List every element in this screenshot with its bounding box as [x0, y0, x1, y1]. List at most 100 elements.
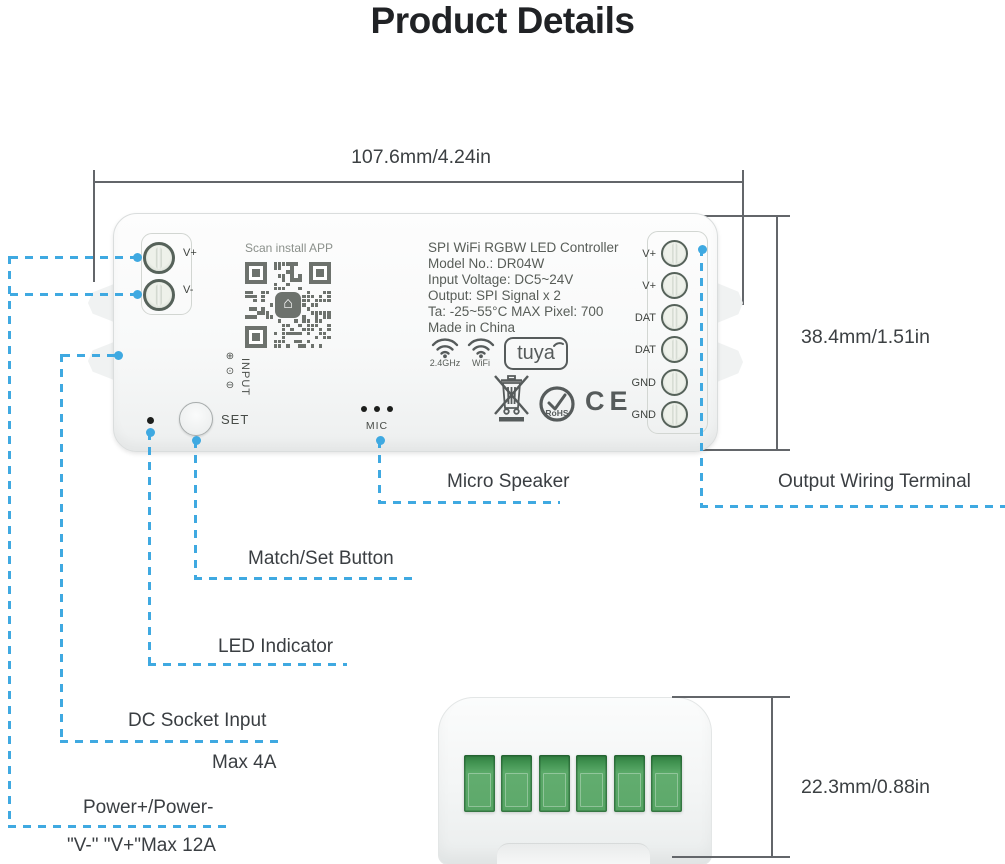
- callout-line-input-vertical: [60, 354, 63, 742]
- callout-micro-speaker: Micro Speaker: [447, 471, 570, 492]
- polarity-center-icon: ⊙: [225, 365, 235, 377]
- callout-match-set-button: Match/Set Button: [248, 548, 394, 569]
- rohs-label: RoHS: [545, 408, 568, 418]
- mounting-tab-right-bottom: [717, 342, 743, 382]
- ce-mark: CE: [585, 386, 633, 416]
- callout-line-power-vertical: [8, 256, 11, 828]
- callout-underline-power: [8, 825, 230, 828]
- qr-finder-bottom-left: [245, 326, 267, 348]
- callout-line-vplus: [10, 256, 140, 259]
- input-terminal-label-vminus: V-: [183, 284, 194, 296]
- callout-line-vminus: [10, 293, 140, 296]
- mic-hole: [387, 406, 393, 412]
- input-terminal-block: [141, 233, 192, 315]
- page-title: Product Details: [370, 0, 635, 41]
- mounting-tab-left-bottom: [88, 342, 114, 380]
- set-button-label: SET: [221, 412, 250, 427]
- callout-line-output-vertical: [700, 248, 703, 507]
- controller-device: [113, 213, 718, 452]
- callout-power: Power+/Power-: [83, 797, 214, 818]
- callout-dc-socket-input: DC Socket Input: [128, 710, 267, 731]
- info-line: Ta: -25~55°C MAX Pixel: 700: [428, 303, 604, 319]
- height-dimension-line: [776, 215, 778, 451]
- output-terminal-block: [647, 231, 708, 434]
- input-socket-label: INPUT: [239, 358, 251, 396]
- callout-dot: [114, 351, 123, 360]
- output-terminal-screw: [661, 401, 688, 428]
- polarity-plus-icon: ⊕: [225, 351, 235, 362]
- depth-dimension-tick-bottom: [672, 856, 790, 858]
- mic-label: MIC: [365, 420, 389, 432]
- callout-underline-mic: [378, 501, 560, 504]
- output-terminal-screw: [661, 272, 688, 299]
- input-terminal-screw-vminus: [143, 279, 175, 311]
- depth-dimension-label: 22.3mm/0.88in: [801, 776, 930, 798]
- callout-line-input: [62, 354, 120, 357]
- output-terminal-screw: [661, 304, 688, 331]
- rohs-icon: RoHS: [538, 385, 576, 423]
- callout-underline-output: [700, 505, 1005, 508]
- weee-bin-icon: [493, 373, 530, 422]
- green-terminal: [501, 755, 532, 812]
- green-terminal: [614, 755, 645, 812]
- info-line: Output: SPI Signal x 2: [428, 287, 561, 303]
- callout-line-led-vertical: [148, 432, 151, 665]
- width-dimension-tick-left: [93, 170, 95, 282]
- input-terminal-screw-vplus: [143, 242, 175, 274]
- led-indicator-dot: [147, 417, 154, 424]
- green-terminal: [539, 755, 570, 812]
- output-terminal-label: GND: [631, 377, 656, 389]
- callout-line-set-vertical: [194, 440, 197, 579]
- qr-code-modules: [245, 262, 331, 348]
- output-terminal-label: DAT: [634, 344, 656, 356]
- callout-underline-led: [148, 663, 347, 666]
- callout-dot: [133, 290, 142, 299]
- mic-hole: [374, 406, 380, 412]
- scan-install-app-text: Scan install APP: [245, 241, 334, 255]
- width-dimension-line: [93, 181, 743, 183]
- tuya-arc-icon: [553, 342, 564, 347]
- output-terminal-label: GND: [631, 409, 656, 421]
- wifi-icon: [466, 335, 496, 359]
- green-terminal: [576, 755, 607, 812]
- callout-dc-socket-max: Max 4A: [212, 752, 277, 773]
- device-info-text: SPI WiFi RGBW LED Controller Model No.: …: [428, 240, 619, 335]
- qr-code: ⌂: [245, 262, 331, 348]
- callout-underline-dc-socket: [60, 740, 285, 743]
- output-terminal-screw: [661, 336, 688, 363]
- width-dimension-label: 107.6mm/4.24in: [351, 146, 491, 168]
- tuya-logo-text: tuya: [517, 342, 555, 364]
- callout-led-indicator: LED Indicator: [218, 636, 334, 657]
- output-terminal-label: DAT: [634, 312, 656, 324]
- callout-line-mic-vertical: [378, 440, 381, 503]
- depth-dimension-tick-top: [672, 696, 790, 698]
- input-terminal-label-vplus: V+: [183, 247, 197, 259]
- set-button: [179, 402, 213, 436]
- mic-hole: [361, 406, 367, 412]
- mounting-tab-right-top: [717, 283, 743, 323]
- wifi-2-4ghz-label: 2.4GHz: [429, 358, 461, 368]
- info-line: SPI WiFi RGBW LED Controller: [428, 240, 619, 255]
- output-terminal-label: V+: [642, 248, 656, 260]
- callout-power-max: "V-" "V+"Max 12A: [67, 835, 216, 856]
- height-dimension-tick-top: [700, 215, 790, 217]
- home-icon: ⌂: [275, 292, 301, 318]
- mounting-tab-left-top: [88, 284, 114, 322]
- info-line: Input Voltage: DC5~24V: [428, 271, 574, 287]
- polarity-minus-icon: ⊖: [225, 380, 235, 391]
- green-terminal: [651, 755, 682, 812]
- info-line: Model No.: DR04W: [428, 255, 545, 271]
- side-view-socket-notch: [497, 843, 650, 864]
- output-terminal-label: V+: [642, 280, 656, 292]
- height-dimension-tick-bottom: [677, 449, 790, 451]
- callout-dot: [133, 253, 142, 262]
- output-terminal-screw: [661, 240, 688, 267]
- tuya-logo: tuya: [504, 337, 568, 370]
- wifi-2-4ghz-icon: [430, 335, 460, 359]
- info-line: Made in China: [428, 319, 516, 335]
- qr-finder-top-left: [245, 262, 267, 284]
- green-terminal: [464, 755, 495, 812]
- width-dimension-tick-right: [742, 170, 744, 305]
- callout-output-wiring-terminal: Output Wiring Terminal: [778, 471, 971, 492]
